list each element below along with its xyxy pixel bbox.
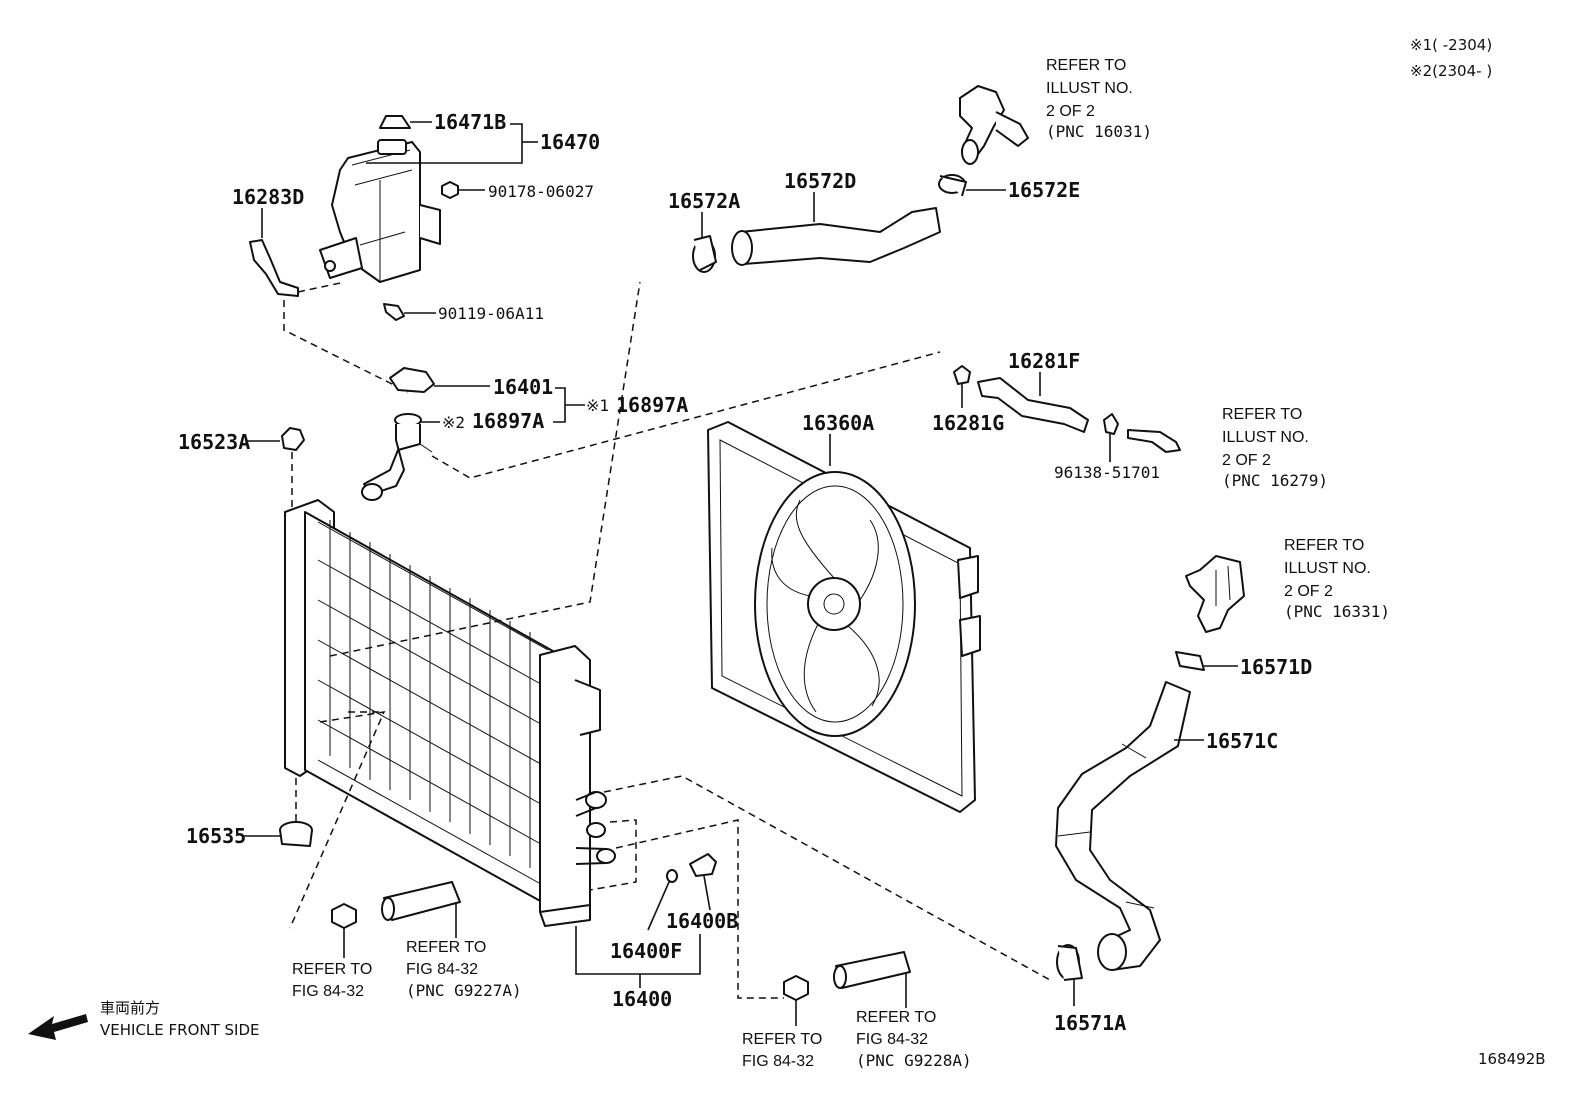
label-16572A: 16572A bbox=[668, 189, 740, 213]
label-16400: 16400 bbox=[612, 987, 672, 1011]
label-16401: 16401 bbox=[493, 375, 553, 399]
ref-16331-line2: ILLUST NO. bbox=[1284, 560, 1371, 577]
front-label-en: VEHICLE FRONT SIDE bbox=[100, 1021, 260, 1039]
drain-cock-plug[interactable] bbox=[689, 853, 717, 877]
label-16471B: 16471B bbox=[434, 110, 506, 134]
filler-neck[interactable] bbox=[361, 413, 433, 501]
mark-1: ※1 bbox=[586, 396, 609, 415]
lower-mount-cushion[interactable] bbox=[279, 821, 313, 847]
ref-16279-line3: 2 OF 2 bbox=[1222, 452, 1271, 469]
ref-16031-line3: 2 OF 2 bbox=[1046, 103, 1095, 120]
label-16400F: 16400F bbox=[610, 939, 682, 963]
ref-fig3-line2: FIG 84-32 bbox=[742, 1053, 814, 1070]
upper-hose-clamp-a[interactable] bbox=[692, 235, 717, 273]
ref-fig4-line1: REFER TO bbox=[856, 1009, 936, 1026]
lower-hose-clamp-d[interactable] bbox=[1175, 651, 1205, 671]
reservoir-tank[interactable] bbox=[319, 139, 441, 283]
upper-mount-cushion[interactable] bbox=[281, 427, 305, 451]
label-90119-06A11: 90119-06A11 bbox=[438, 304, 544, 323]
label-16897A-2: 16897A bbox=[472, 409, 544, 433]
bolt-90119[interactable] bbox=[383, 303, 405, 321]
ref-fig4-line3: (PNC G9228A) bbox=[856, 1051, 972, 1070]
ref-fig1-line2: FIG 84-32 bbox=[292, 983, 364, 1000]
water-outlet[interactable] bbox=[959, 85, 1029, 165]
ref-16331-line1: REFER TO bbox=[1284, 537, 1364, 554]
mark-2: ※2 bbox=[442, 413, 465, 432]
ref-fig1-line1: REFER TO bbox=[292, 961, 372, 978]
ref-fig3-line1: REFER TO bbox=[742, 1031, 822, 1048]
label-16571A: 16571A bbox=[1054, 1011, 1126, 1035]
upper-hose[interactable] bbox=[731, 207, 941, 266]
ref-16031-line4: (PNC 16031) bbox=[1046, 122, 1152, 141]
label-16283D: 16283D bbox=[232, 185, 304, 209]
label-16572E: 16572E bbox=[1008, 178, 1080, 202]
bypass-hose-clamp[interactable] bbox=[953, 365, 971, 385]
upper-hose-clamp-e[interactable] bbox=[938, 174, 967, 197]
label-16400B: 16400B bbox=[666, 909, 738, 933]
ref-16031-line1: REFER TO bbox=[1046, 57, 1126, 74]
water-inlet[interactable] bbox=[1185, 555, 1245, 633]
reservoir-cap[interactable] bbox=[379, 115, 411, 129]
clamp-bottom[interactable] bbox=[783, 975, 809, 1001]
ref-fig4-line2: FIG 84-32 bbox=[856, 1031, 928, 1048]
label-16535: 16535 bbox=[186, 824, 246, 848]
vehicle-front-arrow-icon bbox=[28, 1014, 88, 1040]
nut-90178[interactable] bbox=[441, 181, 459, 199]
lower-hose-clamp-a[interactable] bbox=[1056, 944, 1083, 981]
radiator-cap[interactable] bbox=[389, 367, 435, 393]
bypass-hose[interactable] bbox=[977, 377, 1089, 433]
label-16571D: 16571D bbox=[1240, 655, 1312, 679]
drain-o-ring[interactable] bbox=[666, 869, 678, 883]
radiator[interactable] bbox=[284, 499, 616, 927]
ref-16331-line3: 2 OF 2 bbox=[1284, 583, 1333, 600]
ref-16279-line1: REFER TO bbox=[1222, 406, 1302, 423]
label-16897A-1: 16897A bbox=[616, 393, 688, 417]
label-96138-51701: 96138-51701 bbox=[1054, 463, 1160, 482]
ref-fig2-line2: FIG 84-32 bbox=[406, 961, 478, 978]
label-16571C: 16571C bbox=[1206, 729, 1278, 753]
diagram-id: 168492B bbox=[1478, 1050, 1546, 1068]
front-label-jp: 車両前方 bbox=[100, 999, 160, 1017]
label-16470: 16470 bbox=[540, 130, 600, 154]
ref-fig2-line1: REFER TO bbox=[406, 939, 486, 956]
ref-16279-line2: ILLUST NO. bbox=[1222, 429, 1309, 446]
label-16281G: 16281G bbox=[932, 411, 1004, 435]
bracket-16283D[interactable] bbox=[249, 239, 299, 297]
note-2: ※2(2304- ) bbox=[1410, 62, 1492, 80]
label-16360A: 16360A bbox=[802, 411, 874, 435]
label-16523A: 16523A bbox=[178, 430, 250, 454]
ref-16279-line4: (PNC 16279) bbox=[1222, 471, 1328, 490]
ref-16331-line4: (PNC 16331) bbox=[1284, 602, 1390, 621]
bypass-pipe[interactable] bbox=[1127, 429, 1181, 453]
hose-bottom[interactable] bbox=[833, 951, 911, 989]
label-16281F: 16281F bbox=[1008, 349, 1080, 373]
note-1: ※1( -2304) bbox=[1410, 36, 1492, 54]
label-90178-06027: 90178-06027 bbox=[488, 182, 594, 201]
ref-fig2-line3: (PNC G9227A) bbox=[406, 981, 522, 1000]
hose-left[interactable] bbox=[381, 881, 461, 921]
lower-hose[interactable] bbox=[1055, 681, 1191, 971]
clamp-left[interactable] bbox=[331, 903, 357, 929]
label-16572D: 16572D bbox=[784, 169, 856, 193]
ref-16031-line2: ILLUST NO. bbox=[1046, 80, 1133, 97]
clip-96138[interactable] bbox=[1103, 413, 1119, 435]
fan-shroud[interactable] bbox=[707, 421, 981, 813]
